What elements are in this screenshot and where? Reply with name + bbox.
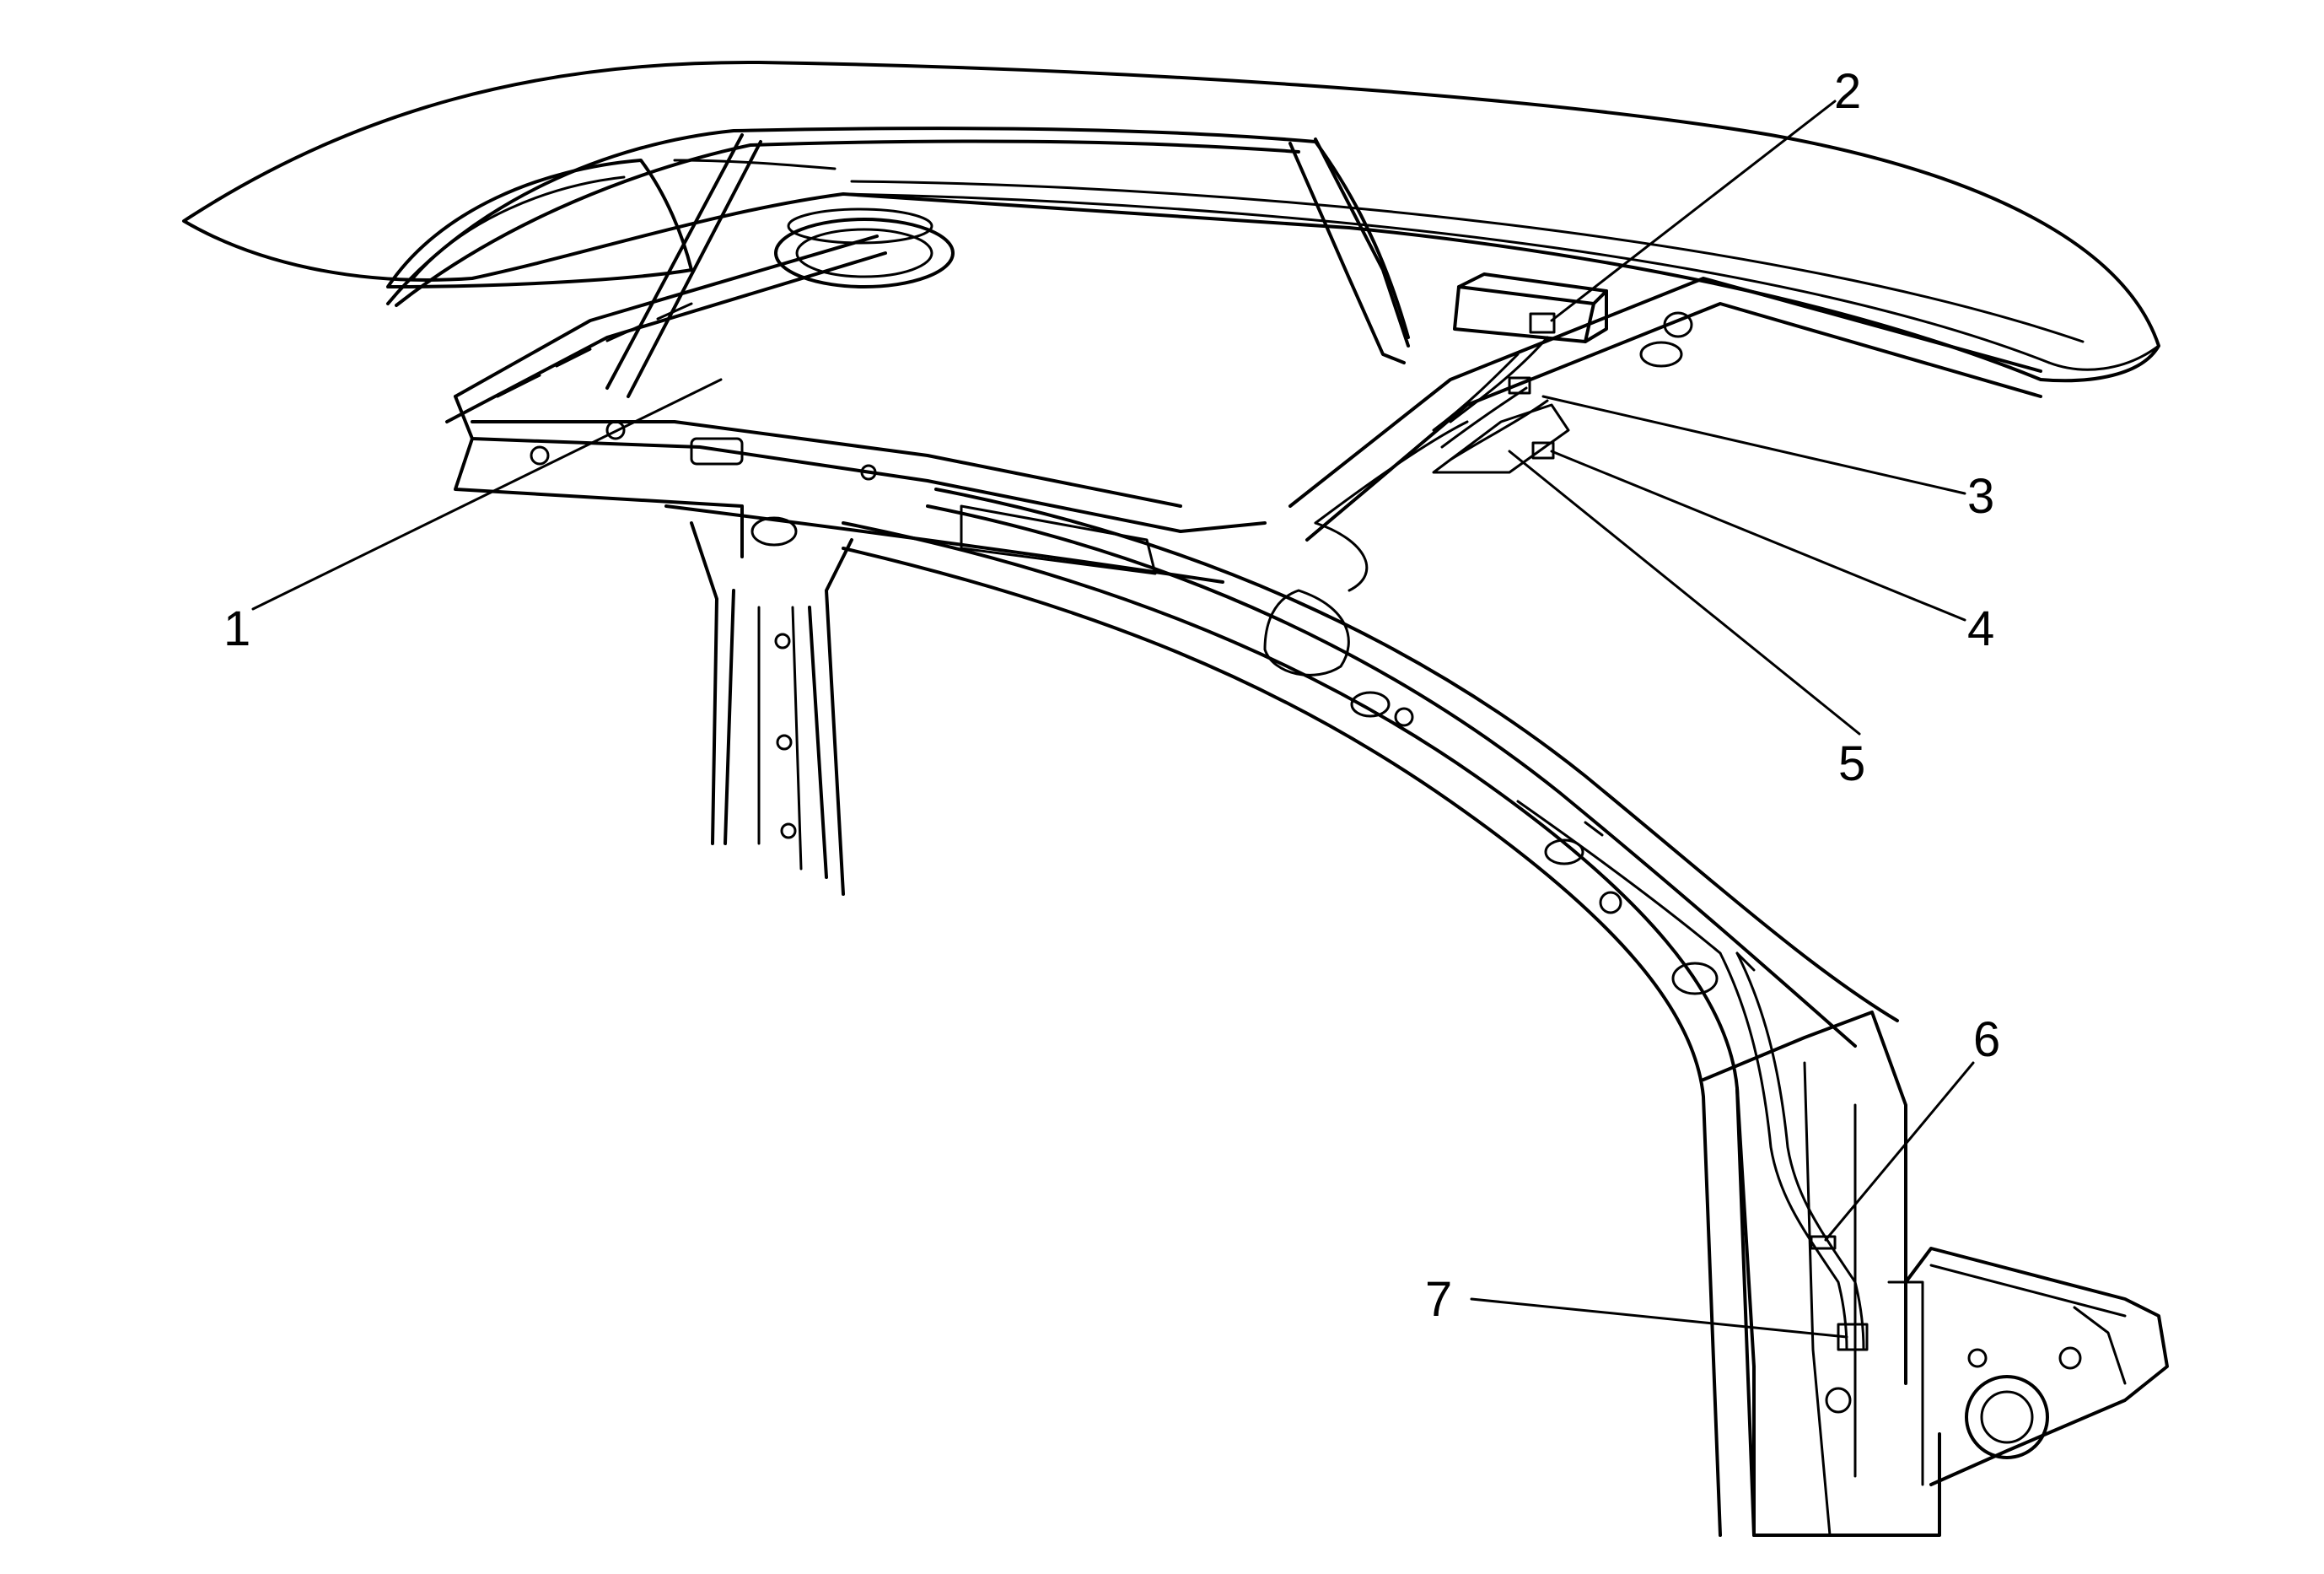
roof-module-box (1453, 272, 1608, 343)
left-roof-rail (445, 234, 887, 423)
roof-panel (182, 60, 2160, 383)
callout-7: 7 (1425, 1272, 1452, 1327)
hinge-pillar (1702, 1011, 1941, 1537)
callouts: 1 2 3 4 5 6 7 (223, 64, 2000, 1327)
rear-quarter-window (386, 159, 693, 288)
callout-6: 6 (1973, 1012, 2000, 1067)
dome-lamp (774, 208, 955, 288)
leader-line-3 (1541, 395, 1966, 495)
leader-line-6 (1824, 1061, 1975, 1242)
leader-line-5 (1508, 450, 1861, 736)
leader-line-1 (251, 378, 723, 611)
callout-4: 4 (1967, 601, 1994, 656)
wiring-harness (1314, 336, 1869, 1351)
b-pillar (690, 516, 853, 896)
callout-1: 1 (223, 601, 250, 656)
callout-5: 5 (1838, 736, 1865, 791)
leader-line-7 (1470, 1297, 1848, 1339)
callout-3: 3 (1967, 469, 1994, 524)
leader-line-4 (1550, 450, 1966, 622)
roof-front-header (454, 395, 1267, 584)
leader-lines (251, 100, 1975, 1339)
a-pillar-assembly (842, 488, 1899, 1537)
callout-2: 2 (1834, 64, 1861, 119)
leader-line-2 (1550, 100, 1837, 322)
windshield-frame (386, 127, 1410, 398)
front-wheelhouse (1904, 1247, 2169, 1486)
